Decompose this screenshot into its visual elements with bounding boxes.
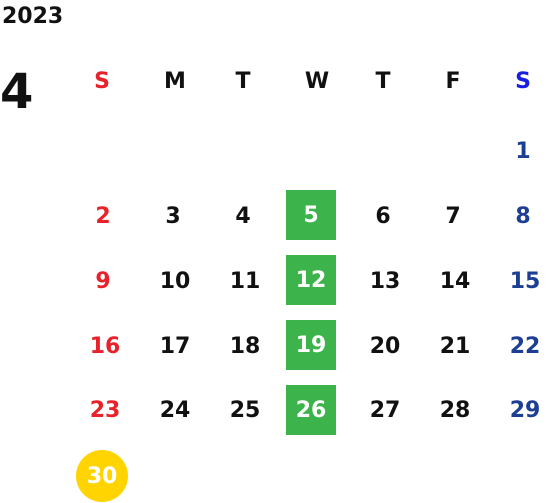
day-cell[interactable]: 6 [375,203,391,229]
weekday-saturday: S [515,68,531,94]
weekday-wednesday: W [304,68,330,94]
day-cell[interactable]: 15 [509,268,541,294]
day-cell[interactable]: 27 [369,397,401,423]
day-cell[interactable]: 1 [515,138,531,164]
day-cell[interactable]: 4 [235,203,251,229]
day-cell[interactable]: 17 [159,333,191,359]
day-cell[interactable]: 22 [509,333,541,359]
day-cell[interactable]: 8 [515,203,531,229]
day-cell[interactable]: 10 [159,268,191,294]
day-cell[interactable]: 23 [89,397,121,423]
weekday-sunday: S [94,68,110,94]
day-cell-highlighted[interactable]: 12 [286,255,336,305]
day-cell-highlighted[interactable]: 5 [286,190,336,240]
day-cell[interactable]: 7 [445,203,461,229]
day-cell-highlighted[interactable]: 19 [286,320,336,370]
day-cell[interactable]: 14 [439,268,471,294]
weekday-monday: M [164,68,186,94]
day-cell[interactable]: 2 [95,203,111,229]
weekday-friday: F [445,68,461,94]
weekday-tuesday: T [235,68,251,94]
day-cell[interactable]: 11 [229,268,261,294]
day-cell[interactable]: 18 [229,333,261,359]
day-cell[interactable]: 20 [369,333,401,359]
month-number: 4 [0,64,34,120]
weekday-thursday: T [375,68,391,94]
day-cell[interactable]: 21 [439,333,471,359]
day-cell[interactable]: 9 [95,268,111,294]
year-label: 2023 [2,4,64,29]
day-cell[interactable]: 25 [229,397,261,423]
day-cell[interactable]: 16 [89,333,121,359]
day-cell[interactable]: 24 [159,397,191,423]
day-cell-highlighted[interactable]: 26 [286,385,336,435]
day-cell[interactable]: 28 [439,397,471,423]
day-cell[interactable]: 3 [165,203,181,229]
day-cell[interactable]: 13 [369,268,401,294]
day-cell-circled[interactable]: 30 [76,450,128,502]
day-cell[interactable]: 29 [509,397,541,423]
